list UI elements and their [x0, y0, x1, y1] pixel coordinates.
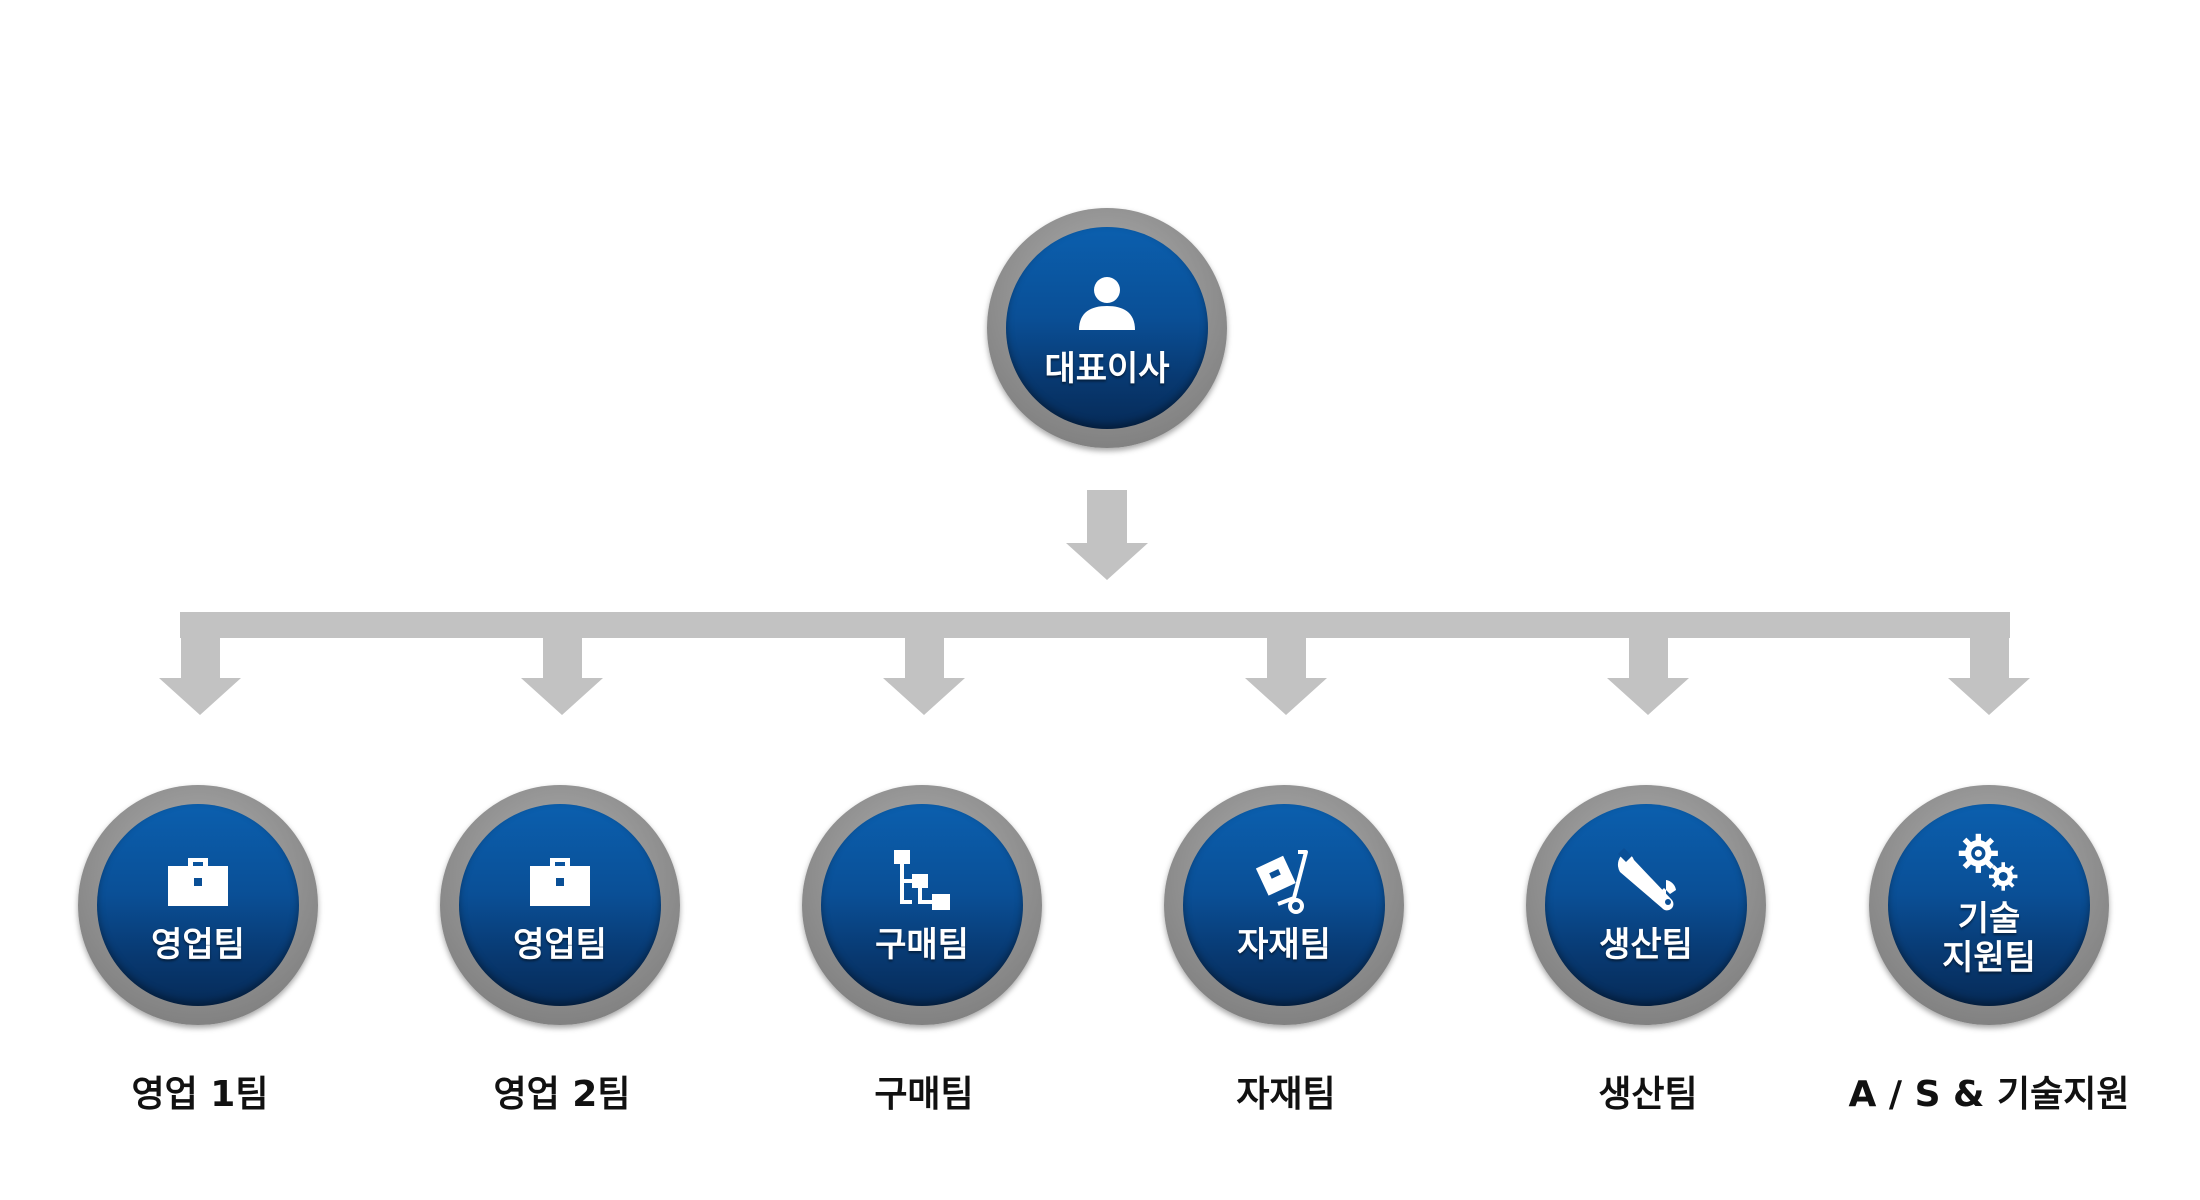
briefcase-icon — [530, 858, 590, 907]
team-node-production: 생산팀 — [1526, 785, 1766, 1025]
branch-arrow-4 — [1245, 638, 1327, 715]
horizontal-connector-bar — [180, 612, 2010, 638]
ceo-label: 대표이사 — [1044, 349, 1170, 390]
branch-arrow-6 — [1948, 638, 2030, 715]
team-caption-production: 생산팀 — [1598, 1074, 1698, 1115]
team-label: 자재팀 — [1237, 925, 1331, 966]
team-node-face: 생산팀 — [1545, 804, 1747, 1006]
team-node-face: 구매팀 — [821, 804, 1023, 1006]
branch-arrow-3 — [883, 638, 965, 715]
team-node-sales-1: 영업팀 — [78, 785, 318, 1025]
team-label: 영업팀 — [151, 925, 245, 966]
team-label: 구매팀 — [875, 925, 969, 966]
team-node-face: 영업팀 — [459, 804, 661, 1006]
team-label: 영업팀 — [513, 925, 607, 966]
team-node-face: 자재팀 — [1183, 804, 1385, 1006]
team-label: 생산팀 — [1599, 925, 1693, 966]
team-caption-sales-1: 영업 1팀 — [131, 1074, 269, 1115]
team-node-face: 영업팀 — [97, 804, 299, 1006]
team-node-purchasing: 구매팀 — [802, 785, 1042, 1025]
team-node-face: 기술 지원팀 — [1888, 804, 2090, 1006]
team-label: 기술 지원팀 — [1942, 898, 2036, 978]
briefcase-icon — [168, 858, 228, 907]
team-caption-materials: 자재팀 — [1236, 1074, 1336, 1115]
main-down-arrow — [1066, 490, 1148, 580]
team-node-materials: 자재팀 — [1164, 785, 1404, 1025]
wrench-icon — [1617, 848, 1676, 911]
team-node-tech-support: 기술 지원팀 — [1869, 785, 2109, 1025]
person-icon — [1079, 277, 1135, 331]
team-node-sales-2: 영업팀 — [440, 785, 680, 1025]
team-caption-sales-2: 영업 2팀 — [493, 1074, 631, 1115]
ceo-node: 대표이사 — [987, 208, 1227, 448]
branch-arrow-2 — [521, 638, 603, 715]
team-caption-tech-support: A / S & 기술지원 — [1848, 1074, 2130, 1115]
flowchart-icon — [894, 850, 950, 911]
branch-arrow-5 — [1607, 638, 1689, 715]
team-caption-purchasing: 구매팀 — [874, 1074, 974, 1115]
gears-icon — [1958, 833, 2018, 891]
ceo-node-face: 대표이사 — [1006, 227, 1208, 429]
branch-arrow-1 — [159, 638, 241, 715]
hand-truck-icon — [1255, 850, 1308, 915]
